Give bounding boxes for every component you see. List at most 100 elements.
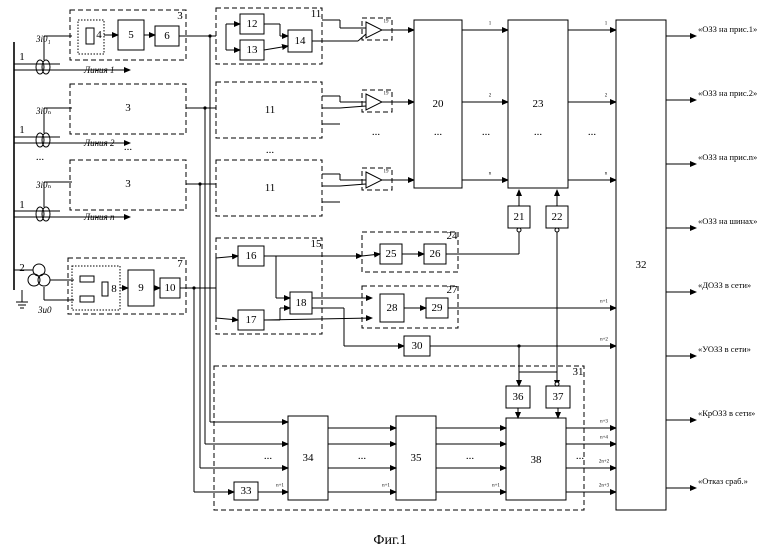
in34-ellipsis: ... [264, 450, 273, 462]
port-20-2: 2 [489, 94, 492, 99]
block-24-number: 24 [447, 230, 459, 242]
port-38-n3: n+3 [600, 420, 608, 425]
block-35-number: 35 [411, 452, 423, 464]
block-20-number: 20 [433, 98, 445, 110]
block-29-number: 29 [432, 302, 444, 314]
port-30-n2: n+2 [600, 338, 608, 343]
block-23: 23 ... ... 1 2 n [508, 20, 616, 188]
comparator-ellipsis: ... [372, 126, 381, 138]
port-34-n1: n+1 [382, 484, 390, 489]
block-8-number: 8 [111, 283, 117, 295]
block-10-number: 10 [165, 282, 177, 294]
block-32: 32 [616, 20, 666, 510]
output-label-7: «КрОЗЗ в сети» [698, 408, 755, 418]
block-3c-number: 3 [125, 178, 131, 190]
block-11-channel-2: 11 ... [216, 82, 322, 156]
junction-4 [192, 286, 195, 289]
block-11-channel-1: 11 12 13 14 [216, 8, 340, 64]
output-label-6: «УОЗЗ в сети» [698, 344, 751, 354]
current-in-label: 3i0ₙ [35, 180, 52, 190]
block-11-number: 11 [311, 8, 322, 20]
w-to-19b2 [340, 106, 366, 108]
block-34-number: 34 [303, 452, 315, 464]
block-22: 22 [546, 190, 568, 372]
block-3-channel-n: 3 [70, 160, 216, 210]
resistor-8c [102, 282, 108, 296]
block-26-number: 26 [430, 248, 442, 260]
block-3b-number: 3 [125, 102, 131, 114]
block-32-number: 32 [636, 259, 647, 271]
junction-30 [517, 344, 520, 347]
output-label-5: «ДОЗЗ в сети» [698, 280, 751, 290]
comparator-19b-number: 19 [384, 92, 390, 97]
comparator-19b-triangle [366, 94, 382, 110]
port-23-2: 2 [605, 94, 608, 99]
block-31: 31 34 35 38 33 36 37 ... n+1 ... n+1 ... [194, 366, 616, 510]
block-27-number: 27 [447, 284, 459, 296]
current-sensor-2b [42, 133, 50, 147]
junction-2 [203, 106, 206, 109]
inverter-22 [555, 228, 559, 232]
w38-32-ellipsis: ... [576, 450, 585, 462]
output-label-2: «ОЗЗ на прис.2» [698, 88, 757, 98]
comparator-19-triangle [366, 22, 382, 38]
channel-ellipsis: ... [124, 141, 133, 153]
block-6-number: 6 [164, 30, 170, 42]
block-31-number: 31 [573, 366, 584, 378]
block-20: 20 ... ... 1 2 n [414, 20, 508, 188]
w20-ellipsis: ... [482, 126, 491, 138]
block-21: 21 [508, 190, 530, 232]
port-38-2n3: 2n+3 [599, 484, 610, 489]
block-11c-number: 11 [265, 182, 276, 194]
port-29-n1: n+1 [600, 300, 608, 305]
line-2-label: Линия 2 [83, 138, 115, 148]
output-label-4: «ОЗЗ на шинах» [698, 216, 757, 226]
w-to-16 [216, 256, 238, 258]
comparator-19-n: 19 [340, 168, 414, 190]
block-30-number: 30 [412, 340, 424, 352]
w35-38-ellipsis: ... [466, 450, 475, 462]
inverter-21 [517, 228, 521, 232]
block-20-ellipsis: ... [434, 126, 443, 138]
w-to-19c2 [340, 184, 366, 186]
junction-1 [208, 34, 211, 37]
block-27: 27 28 29 n+1 [362, 284, 616, 328]
block-30: 30 n+2 [404, 336, 616, 386]
port-33-n1: n+1 [276, 484, 284, 489]
block-14-number: 14 [295, 35, 307, 47]
port-20-n: n [489, 172, 492, 177]
block-7-number: 7 [177, 258, 183, 270]
block-17-number: 17 [246, 314, 258, 326]
port-23-n: n [605, 172, 608, 177]
current-sensor-1b [42, 60, 50, 74]
figure-caption: Фиг.1 [373, 533, 406, 548]
block-9-number: 9 [138, 282, 144, 294]
junction-3 [198, 182, 201, 185]
sensor-1-label: 1 [19, 51, 25, 63]
comparator-19-number: 19 [384, 20, 390, 25]
output-label-8: «Отказ сраб.» [698, 476, 748, 486]
inverter-37 [555, 382, 559, 386]
block-18-number: 18 [296, 297, 308, 309]
block-33-number: 33 [241, 485, 253, 497]
w-to-17 [216, 318, 238, 320]
block-38-number: 38 [531, 454, 543, 466]
distribution-buses [192, 34, 216, 492]
block-11-ellipsis: ... [266, 144, 275, 156]
block-16-number: 16 [246, 250, 258, 262]
output-signals: «ОЗЗ на прис.1» «ОЗЗ на прис.2» «ОЗЗ на … [666, 24, 757, 488]
w34-35-ellipsis: ... [358, 450, 367, 462]
output-label-3: «ОЗЗ на прис.n» [698, 152, 757, 162]
block-5-number: 5 [128, 29, 134, 41]
block-12-number: 12 [247, 18, 258, 30]
block-4-number: 4 [96, 29, 102, 41]
resistor-8b [80, 296, 94, 302]
port-38-2n2: 2n+2 [599, 460, 610, 465]
wire-13-14 [264, 46, 288, 50]
port-35-n1: n+1 [492, 484, 500, 489]
block-37-number: 37 [553, 391, 565, 403]
block-11-channel-n: 11 [216, 160, 322, 216]
block-23-ellipsis: ... [534, 126, 543, 138]
current-sensor-nb [42, 207, 50, 221]
